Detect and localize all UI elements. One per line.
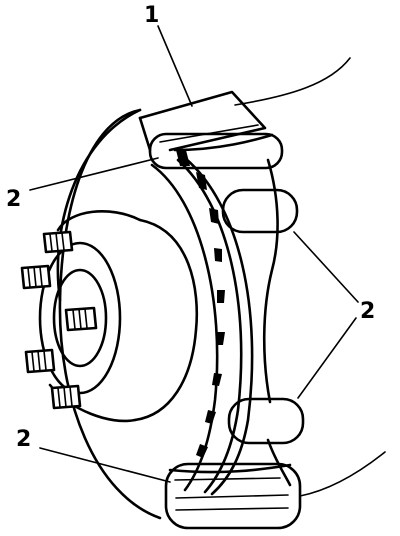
abutment-highlights — [148, 132, 305, 530]
abutment-upper-right-highlight — [221, 188, 299, 234]
callout-1: 1 — [144, 3, 159, 28]
abutment-lower-right-highlight — [227, 397, 305, 445]
leader-1 — [157, 25, 193, 107]
wheel-stud — [50, 384, 82, 410]
knuckle-outline — [234, 57, 386, 497]
callout-labels: 1 2 2 2 — [6, 3, 375, 452]
leader-2-bottom — [39, 447, 171, 483]
wheel-stud — [42, 230, 74, 254]
abutment-bottom-highlight — [164, 462, 302, 530]
wheel-studs — [20, 230, 98, 410]
leader-2-top — [29, 157, 159, 191]
callout-2-right: 2 — [360, 299, 375, 324]
callout-2-left-top: 2 — [6, 187, 21, 212]
caliper-bracket — [138, 90, 292, 487]
brake-rotor — [56, 108, 254, 520]
wheel-stud — [64, 306, 98, 332]
leader-2-right-upper — [293, 231, 359, 303]
leader-lines — [29, 25, 359, 483]
wheel-stud — [20, 264, 52, 290]
leader-2-right-lower — [297, 317, 357, 399]
callout-2-left-bottom: 2 — [16, 427, 31, 452]
abutment-top-highlight — [148, 132, 284, 170]
rotor-vanes — [176, 150, 225, 458]
hub-flange — [38, 209, 199, 423]
wheel-stud — [24, 348, 56, 374]
